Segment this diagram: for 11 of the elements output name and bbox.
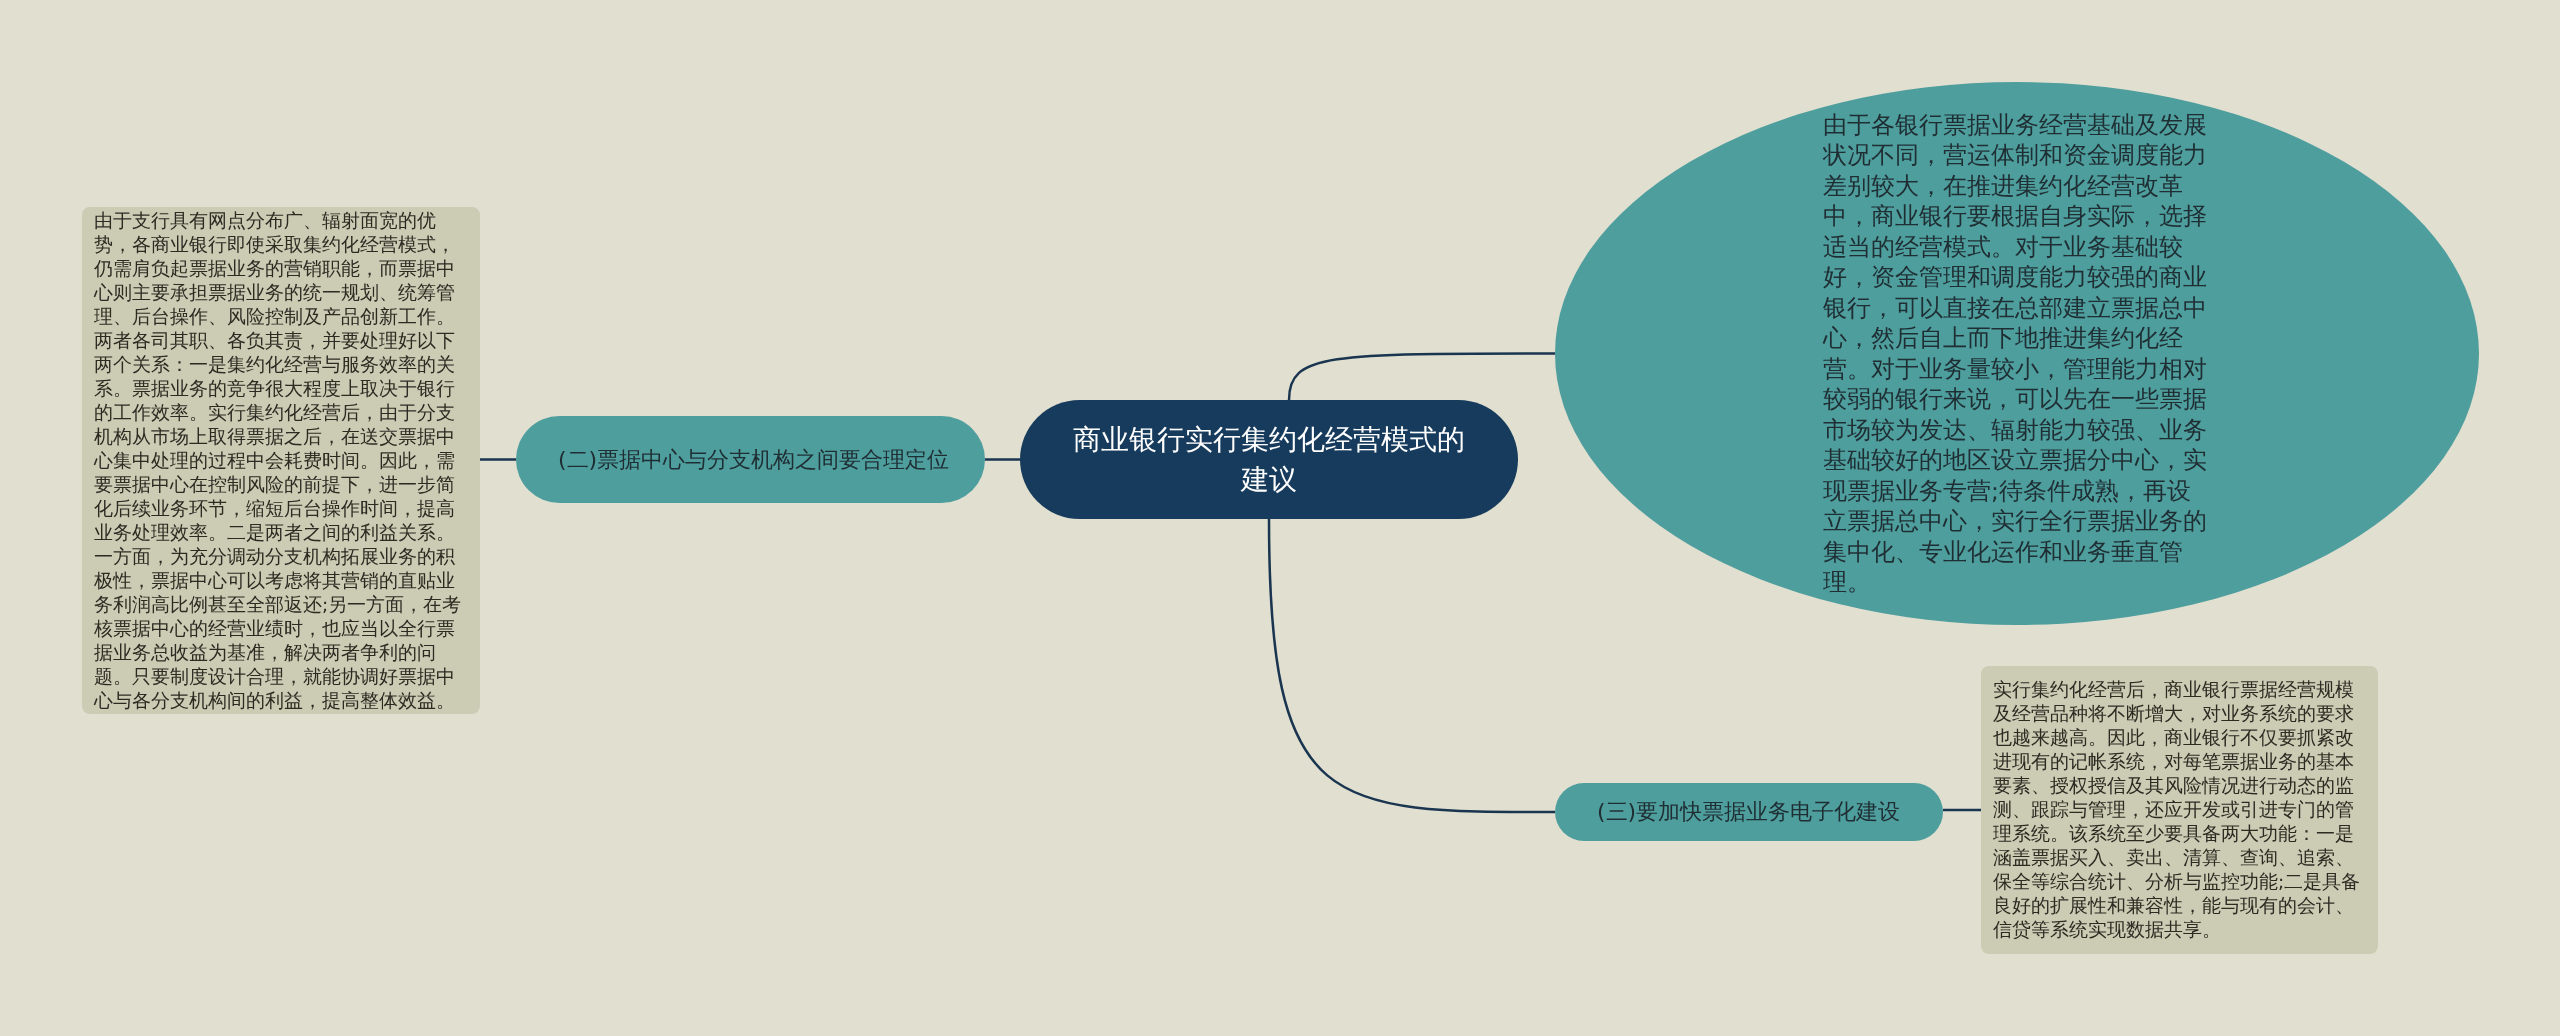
note-text: 由于各银行票据业务经营基础及发展状况不同，营运体制和资金调度能力差别较大，在推进集约化经营改革中，商业银行要根据自身实际，选择适当的经营模式。对于业务基础较好，资金管理和调度能力较强的商业银行，可以直接在总部建立票据总中心，然后自上而下地推进集约化经营。对于业务量较小，管理能力相对较弱的银行来说，可以先在一些票据市场较为发达、辐射能力较强、业务基础较好的地区设立票据分中心，实现票据业务专营;待条件成熟，再设立票据总中心，实行全行票据业务的集中化、专业化运作和业务垂直管理。 [1823,109,2208,598]
note-text: 实行集约化经营后，商业银行票据经营规模及经营品种将不断增大，对业务系统的要求也越来越高。因此，商业银行不仅要抓紧改进现有的记帐系统，对每笔票据业务的基本要素、授权授信及其风险情况进行动态的监测、跟踪与管理，还应开发或引进专门的管理系统。该系统至少要具备两大功能：一是涵盖票据买入、卖出、清算、查询、追索、保全等综合统计、分析与监控功能;二是具备良好的扩展性和兼容性，能与现有的会计、信贷等系统实现数据共享。 [1993,678,2362,942]
topic-label: (三)要加快票据业务电子化建设 [1597,798,1901,826]
topic-box [1555,783,1943,841]
note-text: 由于支行具有网点分布广、辐射面宽的优势，各商业银行即使采取集约化经营模式，仍需肩负起票据业务的营销职能，而票据中心则主要承担票据业务的统一规划、统筹管理、后台操作、风险控制及产品创新工作。两者各司其职、各负其责，并要处理好以下两个关系：一是集约化经营与服务效率的关系。票据业务的竞争很大程度上取决于银行的工作效率。实行集约化经营后，由于分支机构从市场上取得票据之后，在送交票据中心集中处理的过程中会耗费时间。因此，需要票据中心在控制风险的前提下，进一步简化后续业务环节，缩短后台操作时间，提高业务处理效率。二是两者之间的利益关系。一方面，为充分调动分支机构拓展业务的积极性，票据中心可以考虑将其营销的直贴业务利润高比例甚至全部返还;另一方面，在考核票据中心的经营业绩时，也应当以全行票据业务总收益为基准，解决两者争利的问题。只要制度设计合理，就能协调好票据中心与各分支机构间的利益，提高整体效益。 [94,208,463,713]
connector-line [1287,352,1555,401]
connector-line [480,458,516,461]
connector-line [985,458,1020,461]
connector-line [1267,518,1555,814]
topic-title: 商业银行实行集约化经营模式的建议 [1072,421,1466,498]
topic-label: (二)票据中心与分支机构之间要合理定位 [558,445,950,474]
